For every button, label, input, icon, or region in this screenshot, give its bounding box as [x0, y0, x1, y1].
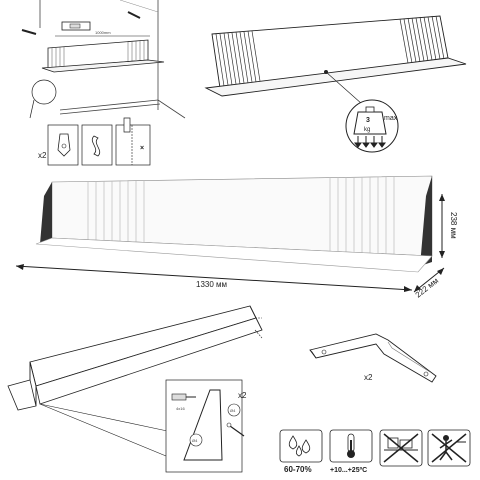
no-heavy-load-icon	[379, 429, 423, 467]
height-dimension: 238 мм	[449, 212, 458, 239]
screw-icon	[226, 422, 245, 437]
hook-detail-1	[47, 124, 79, 166]
temperature-label: +10...+25ºC	[330, 467, 367, 474]
humidity-label: 60-70%	[284, 465, 312, 474]
humidity-icon	[279, 429, 323, 463]
spirit-level-icon	[61, 21, 91, 31]
hook-count-label: x2	[38, 151, 47, 160]
bracket-drawing: x2	[309, 333, 437, 383]
hook-detail-3: ×	[115, 117, 151, 166]
weight-value: 3	[366, 117, 370, 124]
shelf-dimensions-drawing: 1330 мм 238 мм 222 мм	[15, 175, 458, 300]
down-arrows-icon	[354, 136, 386, 148]
hole-size-b: Ø4	[230, 408, 236, 413]
conditions-row: 60-70% +10...+25ºC	[279, 429, 471, 474]
assembly-count-label: x2	[238, 391, 247, 400]
screwdriver-icon	[171, 393, 196, 401]
load-panel: 3 kg max	[204, 15, 467, 153]
wrong-mark-icon: ×	[140, 145, 144, 152]
weight-icon	[353, 106, 387, 135]
weight-unit: kg	[364, 127, 370, 133]
thermometer-icon	[329, 429, 373, 463]
screw-label: 4x16	[176, 406, 185, 411]
bracket-count-label: x2	[364, 373, 373, 382]
no-climbing-icon	[427, 429, 471, 467]
level-length-label: 1000mm	[95, 30, 111, 35]
hook-detail-2	[81, 124, 113, 166]
hole-size-a: Ø4	[192, 438, 198, 443]
assembly-drawing: 4x16 Ø4 Ø4 x2	[7, 305, 263, 473]
installation-panel: 1000mm x2	[0, 0, 186, 166]
width-dimension: 1330 мм	[196, 280, 227, 289]
wall-shelf-drawing	[41, 39, 165, 73]
max-label: max	[384, 115, 398, 122]
